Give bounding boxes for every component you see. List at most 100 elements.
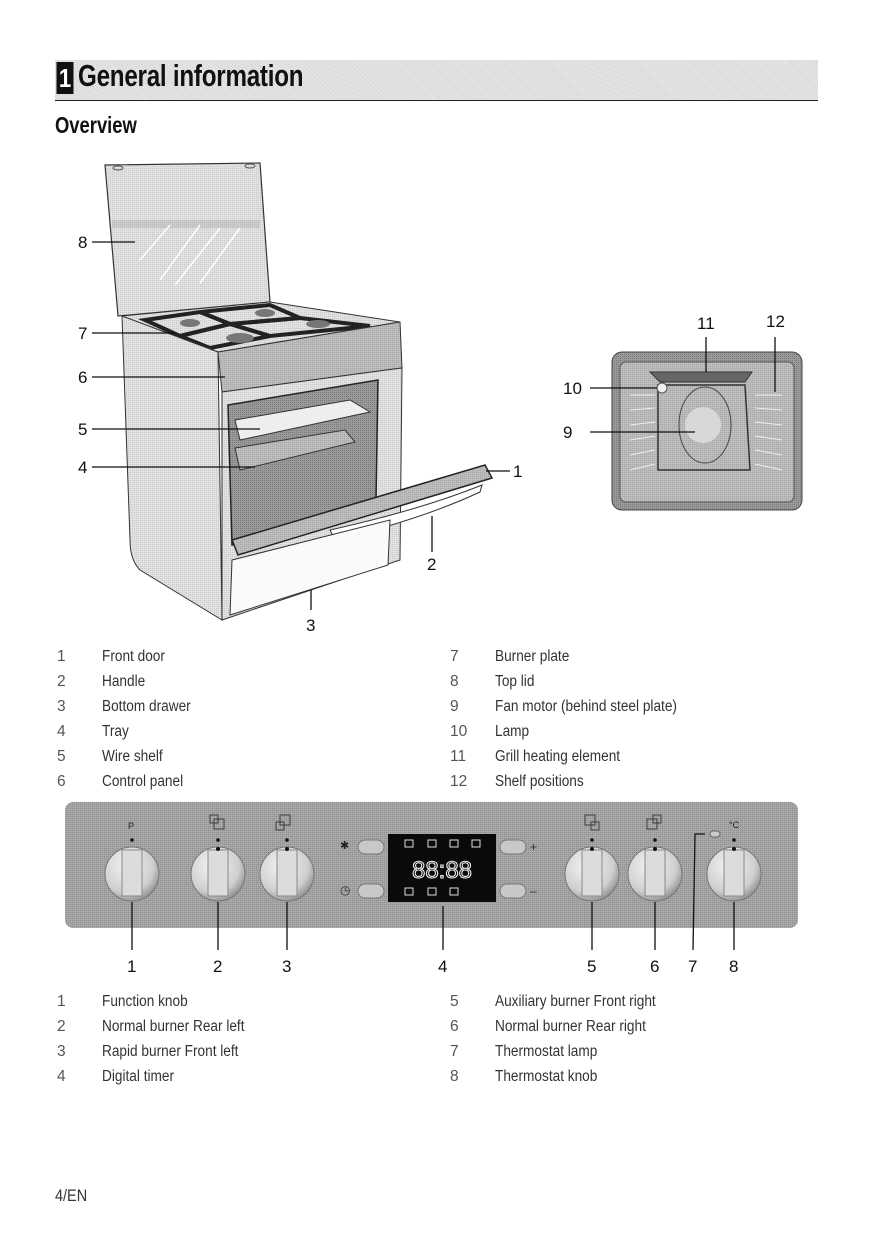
legend-label: Burner plate (495, 648, 570, 665)
legend-number: 6 (57, 773, 66, 790)
timer-display (388, 834, 496, 902)
legend-number: 1 (57, 648, 66, 665)
page-number: 4/EN (55, 1186, 88, 1205)
legend-number: 4 (57, 723, 66, 740)
knob-front-left (259, 838, 315, 902)
legend-label: Handle (102, 673, 146, 690)
wire-shelf (234, 399, 372, 441)
panel-callout-2: 2 (213, 957, 222, 976)
burner-rear-left-icon (209, 814, 225, 830)
timer-clock-button (357, 883, 385, 899)
display-mode-icons (404, 839, 481, 896)
legend-number: 5 (57, 748, 66, 765)
legend-number: 4 (57, 1068, 66, 1085)
legend-label: Normal burner Rear right (495, 1018, 646, 1035)
shelf-rails (629, 394, 783, 471)
legend-label: Bottom drawer (102, 698, 191, 715)
legend-number: 8 (450, 673, 459, 690)
minus-label: – (530, 884, 537, 898)
callout-10: 10 (563, 379, 582, 398)
control-panel-illustration: P °C ✱ ◷ + – 88:88 1 2 3 4 5 6 7 8 (65, 802, 798, 976)
clock-icon: ◷ (340, 883, 350, 897)
thermostat-lamp (709, 830, 721, 838)
legend-number: 8 (450, 1068, 459, 1085)
cooker-side (121, 315, 223, 621)
knob-front-right (564, 838, 620, 902)
legend-label: Auxiliary burner Front right (495, 993, 656, 1010)
overview-legend-right: 7 Burner plate 8 Top lid 9 Fan motor (behin… (450, 644, 830, 794)
display-digits: 88:88 (412, 857, 472, 884)
callout-11: 11 (697, 314, 715, 333)
timer-plus-button (499, 839, 527, 855)
knob-rear-left (190, 838, 246, 902)
panel-callout-7: 7 (688, 957, 697, 976)
chapter-header-bar (55, 60, 818, 101)
bottom-drawer (229, 519, 391, 616)
panel-callout-3: 3 (282, 957, 291, 976)
legend-number: 7 (450, 648, 459, 665)
legend-number: 10 (450, 723, 468, 740)
legend-label: Top lid (495, 673, 535, 690)
legend-number: 7 (450, 1043, 459, 1060)
legend-number: 5 (450, 993, 459, 1010)
legend-number: 12 (450, 773, 468, 790)
legend-number: 2 (57, 1018, 66, 1035)
callout-5: 5 (78, 420, 87, 439)
grill-element (648, 371, 753, 383)
lamp (656, 382, 668, 394)
knob-function (104, 838, 160, 902)
burner-grates (137, 302, 371, 351)
alarm-icon: ✱ (340, 840, 349, 852)
legend-label: Grill heating element (495, 748, 621, 765)
callout-2: 2 (427, 555, 436, 574)
legend-number: 6 (450, 1018, 459, 1035)
thermostat-icon: °C (729, 820, 740, 830)
legend-label: Lamp (495, 723, 530, 740)
burner-rear-right-icon (646, 814, 662, 830)
legend-number: 3 (57, 698, 66, 715)
callout-9: 9 (563, 423, 572, 442)
legend-number: 9 (450, 698, 459, 715)
callout-lines (92, 241, 510, 610)
function-p-icon: P (128, 821, 134, 831)
oven-interior-illustration: 10 9 11 12 (563, 312, 803, 511)
overview-legend-left: 1 Front door 2 Handle 3 Bottom drawer 4 Tray… (57, 644, 417, 794)
top-lid (104, 162, 271, 317)
legend-label: Rapid burner Front left (102, 1043, 239, 1060)
chapter-title: General information (78, 58, 304, 93)
callout-12: 12 (766, 312, 785, 331)
timer-minus-button (499, 883, 527, 899)
legend-label: Digital timer (102, 1068, 175, 1085)
callout-8: 8 (78, 233, 87, 252)
legend-label: Wire shelf (102, 748, 163, 765)
legend-label: Tray (102, 723, 129, 740)
front-door (230, 464, 494, 556)
knob-rear-right (627, 838, 683, 902)
legend-label: Fan motor (behind steel plate) (495, 698, 677, 715)
burner-front-left-icon (275, 814, 291, 831)
legend-label: Thermostat lamp (495, 1043, 598, 1060)
legend-number: 2 (57, 673, 66, 690)
callout-1: 1 (513, 462, 522, 481)
legend-label: Control panel (102, 773, 184, 790)
callout-3: 3 (306, 616, 315, 635)
panel-callout-5: 5 (587, 957, 596, 976)
knob-thermostat (706, 838, 762, 902)
callout-6: 6 (78, 368, 87, 387)
legend-label: Shelf positions (495, 773, 584, 790)
section-title: Overview (55, 112, 137, 138)
panel-callout-6: 6 (650, 957, 659, 976)
plus-label: + (530, 840, 537, 854)
chapter-number-badge: 1 (56, 62, 74, 94)
legend-number: 1 (57, 993, 66, 1010)
legend-label: Front door (102, 648, 165, 665)
panel-callout-8: 8 (729, 957, 738, 976)
legend-label: Normal burner Rear left (102, 1018, 245, 1035)
callout-4: 4 (78, 458, 87, 477)
panel-callout-4: 4 (438, 957, 447, 976)
legend-number: 3 (57, 1043, 66, 1060)
callout-7: 7 (78, 324, 87, 343)
cooker-illustration: 8 7 6 5 4 1 2 3 (78, 162, 522, 635)
legend-label: Function knob (102, 993, 188, 1010)
